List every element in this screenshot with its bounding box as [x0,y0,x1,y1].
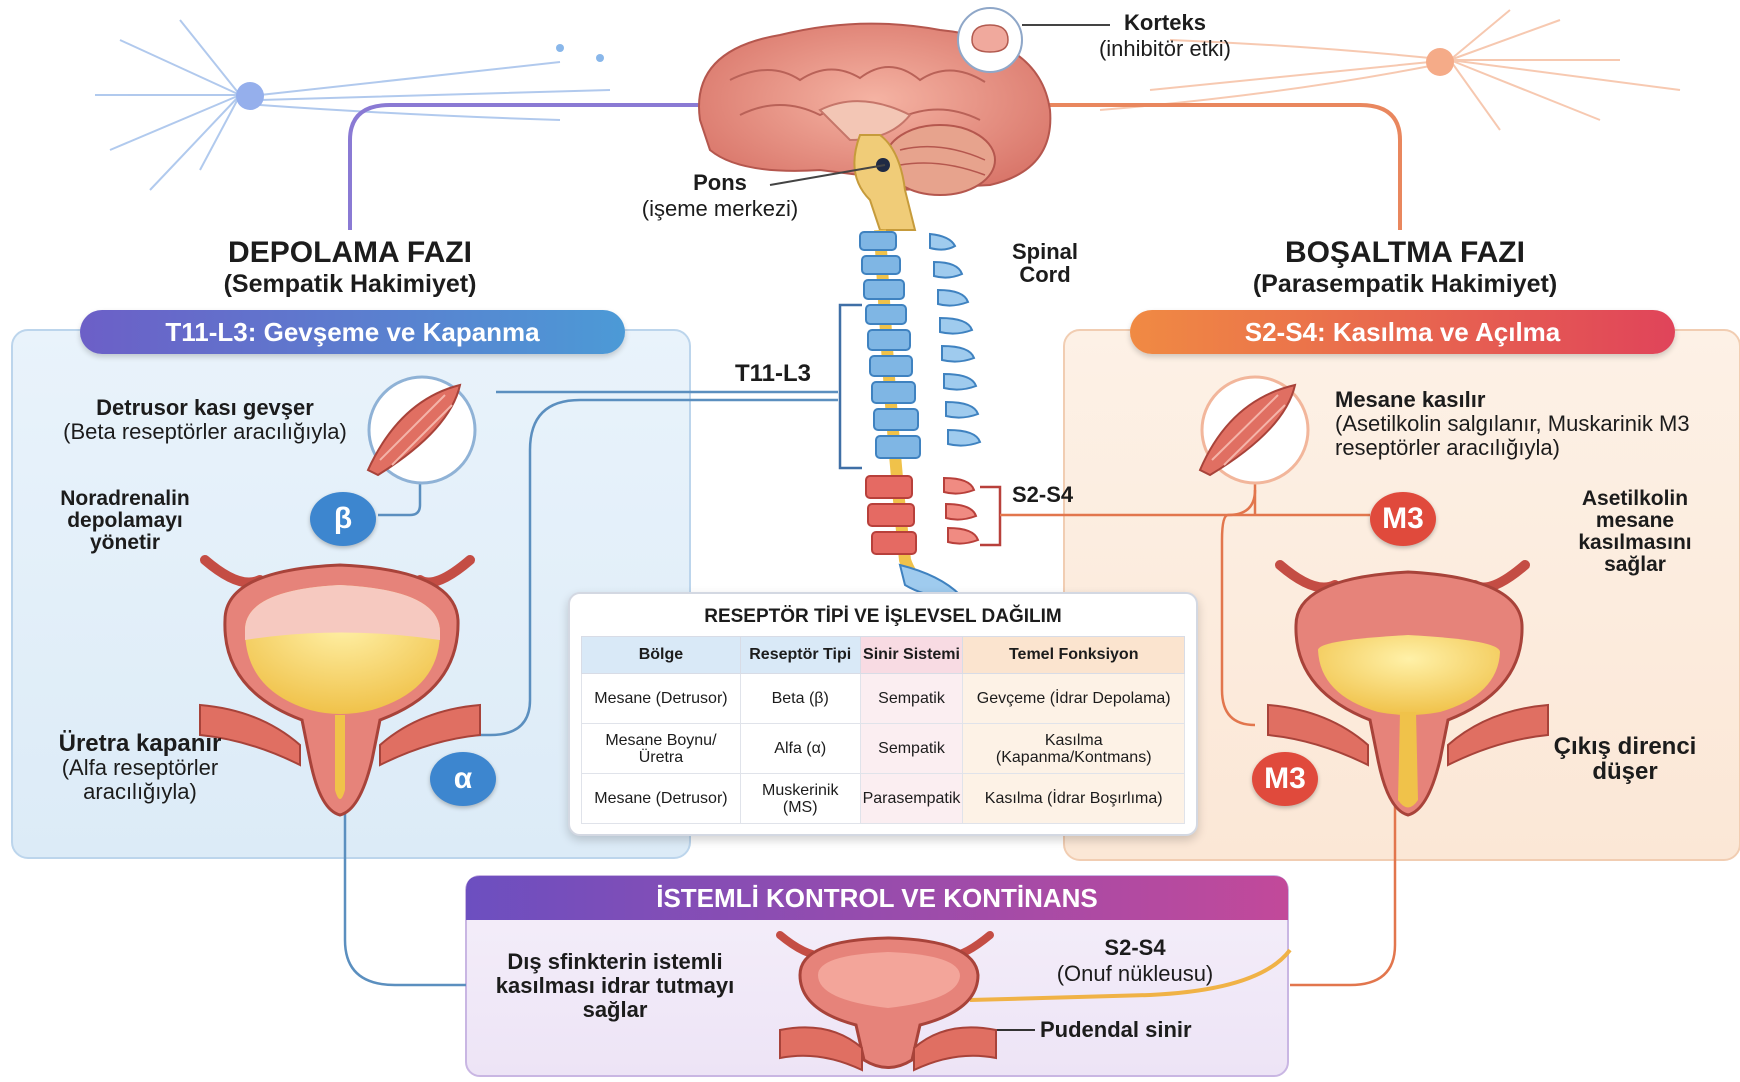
voluntary-title: İSTEMLİ KONTROL VE KONTİNANS [466,880,1288,916]
noradrenalin-label: Noradrenalin depolamayı yönetir [40,488,210,554]
storage-phase-title: DEPOLAMA FAZI [150,236,550,270]
table-row: Mesane (Detrusor) Beta (β) Sempatik Gevç… [582,674,1185,724]
table-row: Mesane (Detrusor) Muskerinik (MS) Parase… [582,774,1185,824]
table-cell: Beta (β) [740,674,860,724]
table-cell: Kasılma (Kapanma/Kontmans) [963,724,1185,774]
table-cell: Mesane Boynu/Üretra [582,724,741,774]
acetylcholine-label: Asetilkolin mesane kasılmasını sağlar [1560,488,1710,576]
receptor-table-card: RESEPTÖR TİPİ VE İŞLEVSEL DAĞILIM Bölge … [568,592,1198,836]
cortex-label: Korteks (inhibitör etki) [1085,10,1245,62]
receptor-table-title: RESEPTÖR TİPİ VE İŞLEVSEL DAĞILIM [570,606,1196,628]
urethra-close-label: Üretra kapanır (Alfa reseptörler aracılı… [20,732,260,804]
t11-l3-bracket [840,305,862,468]
t11-l3-label: T11-L3 [718,360,828,388]
table-cell: Kasılma (İdrar Boşırlıma) [963,774,1185,824]
storage-pill: T11-L3: Gevşeme ve Kapanma [80,310,625,354]
pons-subtitle: (işeme merkezi) [600,196,840,222]
right-bladder-muscle-icon [1200,377,1308,483]
voiding-pill: S2-S4: Kasılma ve Açılma [1130,310,1675,354]
pons-label: Pons (işeme merkezi) [600,170,840,222]
bladder-contract-label: Mesane kasılır (Asetilkolin salgılanır, … [1335,388,1690,460]
storage-phase-heading: DEPOLAMA FAZI (Sempatik Hakimiyet) [150,236,550,299]
detrusor-relax-label: Detrusor kası gevşer (Beta reseptörler a… [60,396,350,444]
left-detrusor-muscle-icon [368,377,475,483]
onuf-label: S2-S4 (Onuf nükleusu) [1030,935,1240,987]
table-cell: Sempatik [860,674,963,724]
spinal-cord-label: Spinal Cord [990,240,1100,286]
table-header-nervous-system: Sinir Sistemi [860,637,963,674]
bladder-contract-title: Mesane kasılır [1335,388,1690,412]
table-header-function: Temel Fonksiyon [963,637,1185,674]
m3-receptor-badge-top: M3 [1370,492,1436,546]
outflow-resistance-label: Çıkış direnci düşer [1535,734,1715,784]
s2-s4-label: S2-S4 [1012,482,1112,508]
bladder-contract-subtitle: (Asetilkolin salgılanır, Muskarinik M3 r… [1335,412,1690,460]
beta-receptor-badge: β [310,492,376,546]
cortex-subtitle: (inhibitör etki) [1085,36,1245,62]
table-cell: Mesane (Detrusor) [582,774,741,824]
voiding-phase-title: BOŞALTMA FAZI [1200,236,1610,270]
urethra-close-title: Üretra kapanır [20,732,260,756]
onuf-title: S2-S4 [1030,935,1240,961]
voiding-connector-line [1040,105,1400,230]
table-header-receptor: Reseptör Tipi [740,637,860,674]
urethra-close-subtitle: (Alfa reseptörler aracılığıyla) [20,756,260,804]
cortex-title: Korteks [1085,10,1245,36]
table-cell: Alfa (α) [740,724,860,774]
table-row: Mesane Boynu/Üretra Alfa (α) Sempatik Ka… [582,724,1185,774]
onuf-subtitle: (Onuf nükleusu) [1030,961,1240,987]
storage-phase-subtitle: (Sempatik Hakimiyet) [150,270,550,299]
sphincter-label: Dış sfinkterin istemli kasılması idrar t… [495,950,735,1022]
table-cell: Gevçeme (İdrar Depolama) [963,674,1185,724]
pons-title: Pons [600,170,840,196]
m3-receptor-badge-bottom: M3 [1252,752,1318,806]
detrusor-relax-title: Detrusor kası gevşer [60,396,350,420]
pudendal-nerve-label: Pudendal sinir [1040,1017,1240,1043]
table-cell: Parasempatik [860,774,963,824]
s2-s4-bracket [980,487,1000,545]
voiding-phase-subtitle: (Parasempatik Hakimiyet) [1200,270,1610,299]
voluntary-bladder-graphic [780,935,996,1070]
table-cell: Muskerinik (MS) [740,774,860,824]
detrusor-relax-subtitle: (Beta reseptörler aracılığıyla) [60,420,350,444]
table-header-region: Bölge [582,637,741,674]
spine-graphic [860,230,980,600]
table-cell: Sempatik [860,724,963,774]
voiding-phase-heading: BOŞALTMA FAZI (Parasempatik Hakimiyet) [1200,236,1610,299]
table-cell: Mesane (Detrusor) [582,674,741,724]
alpha-receptor-badge: α [430,752,496,806]
receptor-table: Bölge Reseptör Tipi Sinir Sistemi Temel … [581,636,1185,824]
